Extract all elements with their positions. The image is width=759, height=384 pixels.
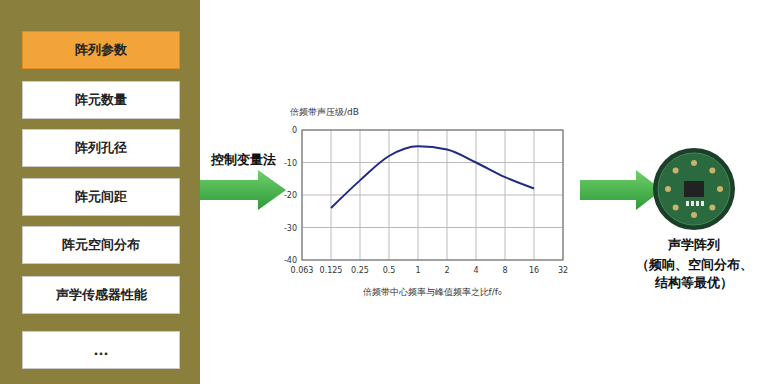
plot-frame [302,130,563,260]
tick-label: 0.125 [320,266,343,275]
line-chart [302,130,563,260]
axis-title: 倍频带声压级/dB [290,106,359,119]
box-label: 阵元数量 [75,91,127,109]
component [701,201,704,206]
block-arrow [580,170,662,210]
box-label: 阵列参数 [75,41,127,59]
box-label: 阵元间距 [75,188,127,206]
axis-title: 倍频带中心频率与峰值频率之比f/f₀ [363,286,502,299]
box-label: 阵列孔径 [75,139,127,157]
grid-line [302,227,563,228]
node-heading: 声学阵列 [632,236,756,254]
microphone-pad [673,168,679,174]
parameter-box: ... [22,331,180,369]
highlight-box: 阵列参数 [22,31,180,69]
tick-label: -30 [284,223,297,232]
tick-label: 16 [529,266,539,275]
box-label: 声学传感器性能 [56,286,147,304]
parameter-box: 声学传感器性能 [22,276,180,314]
box-label: 阵元空间分布 [62,236,140,254]
component [686,201,689,206]
tick-label: 8 [502,266,507,275]
tick-label: 0.5 [383,266,396,275]
component [691,201,694,206]
microphone-pad [717,186,723,192]
spectrum-curve [331,146,534,208]
node-body: （频响、空间分布、结构等最优） [632,256,756,291]
pcb-board [653,148,735,230]
tick-label: -20 [284,191,297,200]
microphone-pad [673,204,679,210]
parameter-box: 阵元空间分布 [22,226,180,264]
tick-label: 2 [444,266,449,275]
box-label: ... [94,343,109,358]
acoustic-array-node: 声学阵列 （频响、空间分布、结构等最优） [632,146,756,291]
grid-line [302,162,563,163]
microphone-pad [691,160,697,166]
microphone-pad [665,186,671,192]
parameter-box: 阵列孔径 [22,129,180,167]
tick-label: 0.25 [351,266,369,275]
grid-line [302,195,563,196]
parameter-box: 阵元数量 [22,81,180,119]
method-label: 控制变量法 [211,151,276,169]
microphone-pad [691,212,697,218]
tick-label: -40 [284,256,297,265]
tick-label: 32 [558,266,568,275]
chip [684,181,704,197]
component [696,201,699,206]
tick-label: 1 [415,266,420,275]
block-arrow [200,170,286,210]
tick-label: -10 [284,158,297,167]
pcb-illustration [632,146,756,232]
tick-label: 4 [473,266,478,275]
tick-label: 0 [292,126,297,135]
pcb-surface [658,153,730,225]
parameter-panel [0,0,200,384]
parameter-box: 阵元间距 [22,178,180,216]
microphone-pad [709,204,715,210]
microphone-pad [709,168,715,174]
tick-label: 0.063 [291,266,314,275]
